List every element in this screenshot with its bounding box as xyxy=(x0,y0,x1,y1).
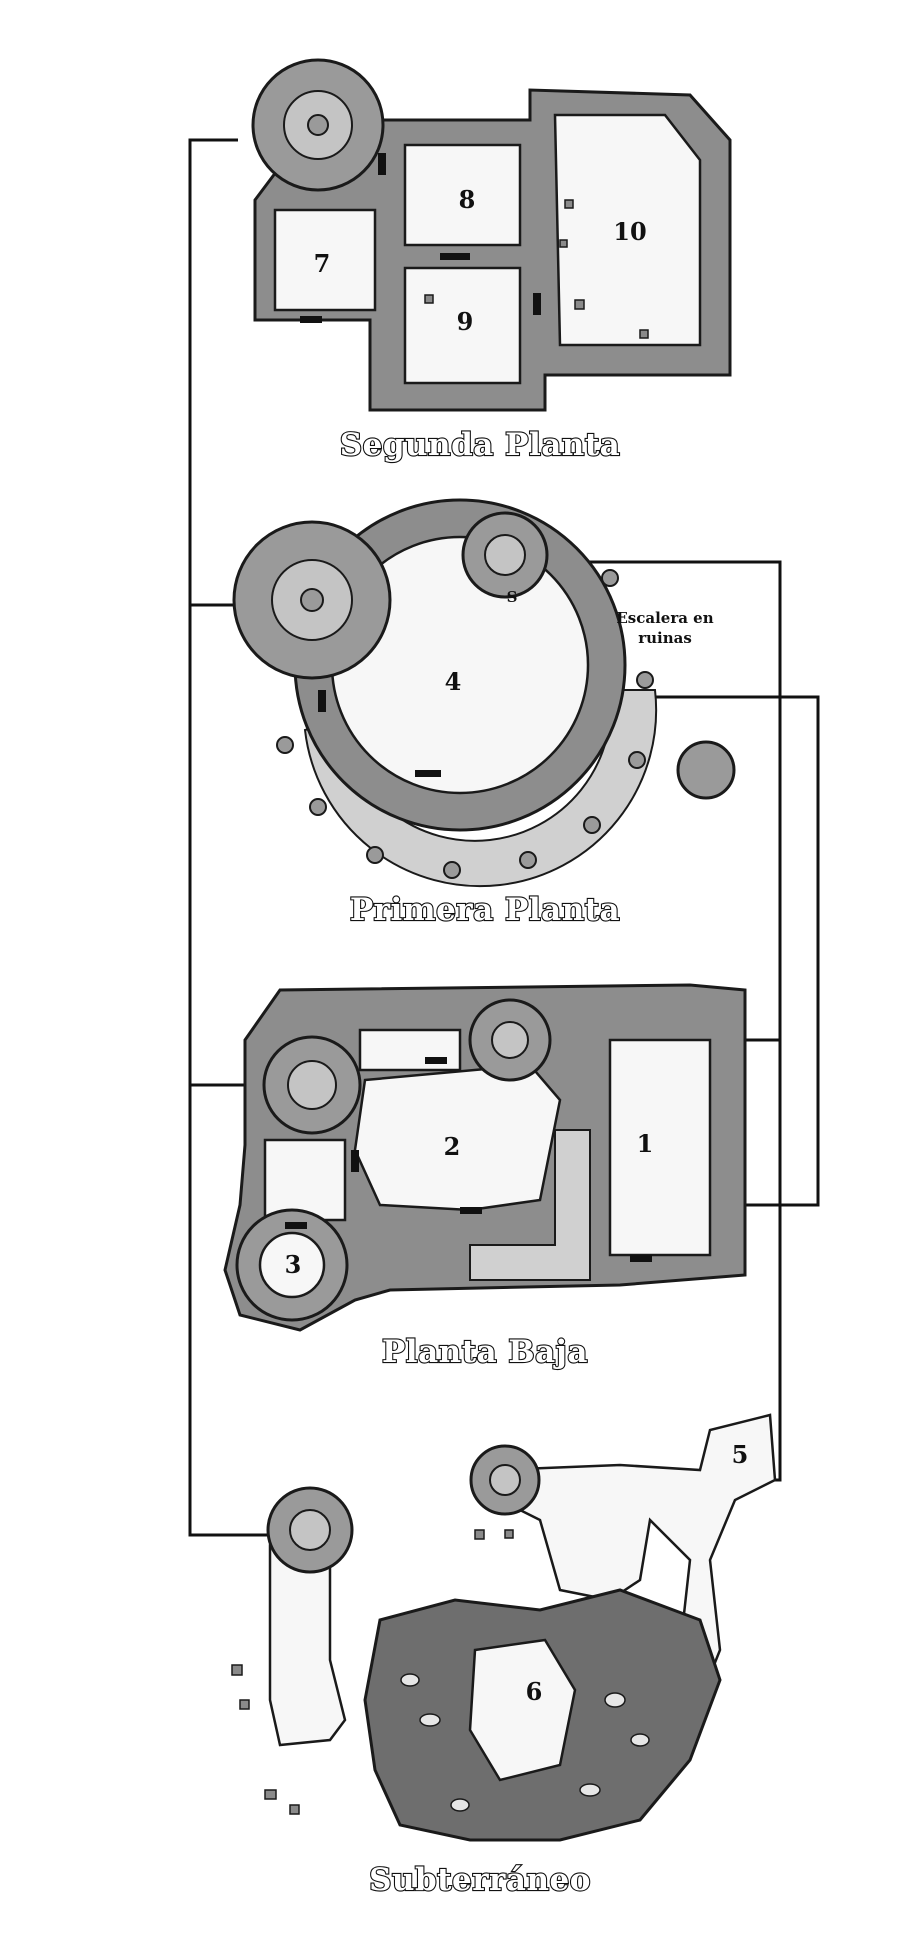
room-8-floor xyxy=(403,143,522,247)
level-title-segunda: Segunda Planta xyxy=(340,427,621,463)
level-planta-baja: 2 1 3 Planta Baja xyxy=(223,983,747,1371)
secret-door-mark: S xyxy=(507,588,518,606)
room-6-floor xyxy=(468,1638,577,1782)
room-label-8: 8 xyxy=(459,185,476,214)
room-9-floor xyxy=(403,266,522,385)
room-label-9: 9 xyxy=(457,307,474,336)
level-title-sub: Subterráneo xyxy=(369,1862,591,1898)
room-label-2: 2 xyxy=(444,1132,461,1161)
level-segunda-planta: 7 8 9 10 Segunda Planta xyxy=(251,58,732,464)
room-label-4: 4 xyxy=(445,667,462,696)
room-3-floor xyxy=(258,1231,326,1299)
ground-stairs xyxy=(469,1129,591,1281)
room-label-1: 1 xyxy=(637,1129,654,1158)
room-10-floor xyxy=(553,113,702,347)
level-title-primera: Primera Planta xyxy=(350,892,620,928)
room-1-floor xyxy=(608,1038,712,1257)
level-primera-planta: S 4 Escalera en ruinas Primera Planta xyxy=(232,498,736,929)
detached-tower xyxy=(676,740,736,800)
room-label-6: 6 xyxy=(526,1677,543,1706)
room-label-3: 3 xyxy=(285,1250,302,1279)
room-label-7: 7 xyxy=(314,249,331,278)
room-label-5: 5 xyxy=(732,1440,749,1469)
ruined-stairs-note-line1: Escalera en xyxy=(616,609,713,627)
ruined-stairs-note-line2: ruinas xyxy=(638,629,692,647)
ruined-staircase xyxy=(303,689,658,888)
level-title-baja: Planta Baja xyxy=(382,1334,588,1370)
room-7-floor xyxy=(273,208,377,312)
level-subterraneo: 5 6 Subterráneo xyxy=(231,1413,777,1899)
room-label-10: 10 xyxy=(613,217,646,246)
